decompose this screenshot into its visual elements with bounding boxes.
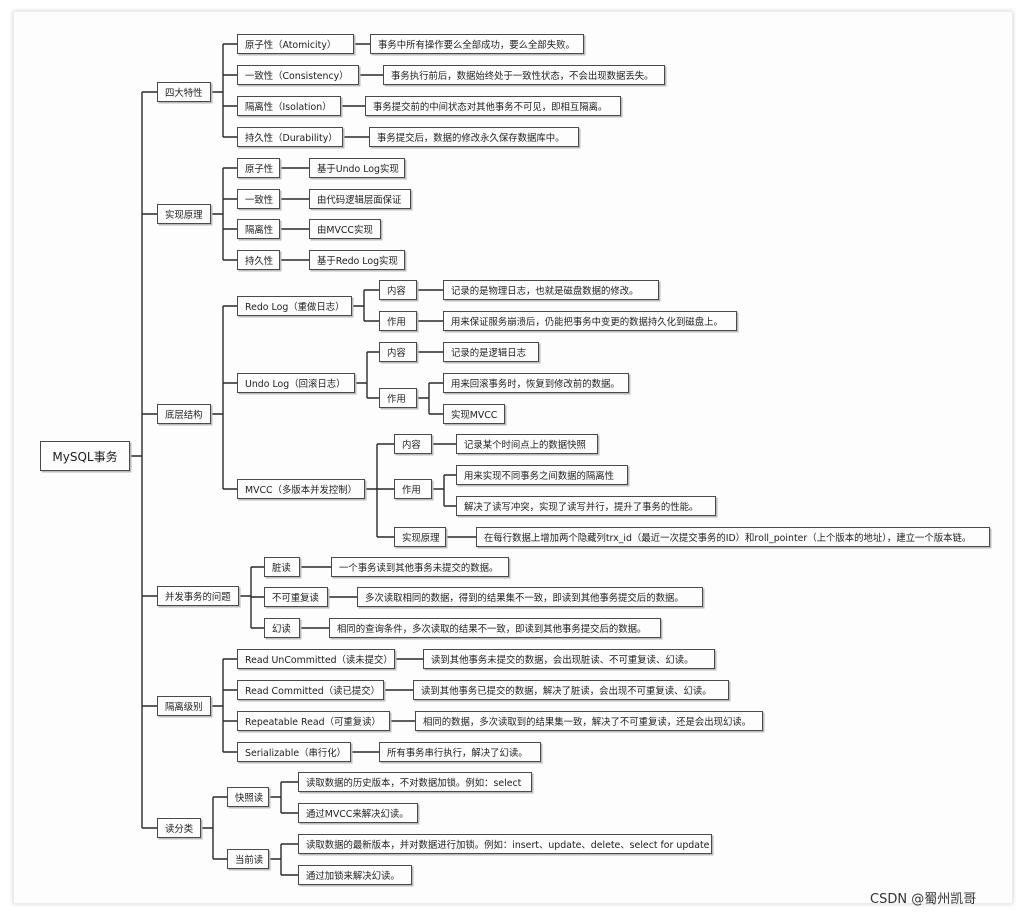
detail-node: 读到其他事务未提交的数据，会出现脏读、不可重复读、幻读。 (423, 649, 715, 669)
subtopic-node: 内容 (394, 434, 432, 454)
topic-node: Redo Log（重做日志） (237, 296, 352, 316)
detail-node: 基于Undo Log实现 (309, 158, 405, 178)
detail-node: 一个事务读到其他事务未提交的数据。 (331, 557, 509, 577)
connector-group-2-1-1 (417, 382, 443, 415)
topic-node: Read Committed（读已提交） (237, 680, 384, 700)
section-node: 底层结构 (157, 404, 211, 424)
topic-node: 脏读 (264, 557, 300, 577)
connector-root (130, 91, 157, 829)
detail-node: 事务提交前的中间状态对其他事务不可见，即相互隔离。 (365, 96, 621, 116)
detail-node: 基于Redo Log实现 (309, 250, 405, 270)
subtopic-node: 作用 (394, 479, 432, 499)
detail-node: 事务提交后，数据的修改永久保存数据库中。 (369, 127, 579, 147)
connector-topic-2-2 (365, 443, 394, 538)
detail-node: 多次读取相同的数据，得到的结果集不一致，即读到其他事务提交后的数据。 (357, 587, 703, 607)
detail-node: 由MVCC实现 (309, 219, 381, 239)
connector-section-0 (211, 43, 237, 138)
topic-node: 原子性（Atomicity） (237, 34, 354, 54)
subtopic-node: 作用 (379, 311, 417, 331)
detail-node: 通过MVCC来解决幻读。 (298, 803, 418, 823)
section-node: 隔离级别 (157, 696, 211, 716)
detail-node: 在每行数据上增加两个隐藏列trx_id（最近一次提交事务的ID）和roll_po… (476, 527, 990, 547)
detail-node: 所有事务串行执行，解决了幻读。 (379, 742, 541, 762)
detail-node: 相同的数据，多次读取到的结果集一致，解决了不可重复读，还是会出现幻读。 (415, 711, 763, 731)
topic-node: 隔离性（Isolation） (237, 96, 341, 116)
detail-node: 用来实现不同事务之间数据的隔离性 (456, 465, 628, 485)
detail-node: 由代码逻辑层面保证 (309, 189, 411, 209)
topic-node: 持久性 (237, 250, 280, 270)
connector-section-4 (211, 658, 237, 753)
connector-topic-2-0 (352, 289, 379, 322)
section-node: 四大特性 (157, 82, 211, 102)
subtopic-node: 内容 (379, 280, 417, 300)
topic-node: 隔离性 (237, 219, 280, 239)
connector-section-1 (211, 167, 237, 261)
topic-node: 当前读 (227, 849, 269, 869)
connector-section-3 (239, 566, 264, 629)
connector-section-2 (211, 305, 237, 490)
subtopic-node: 作用 (379, 388, 417, 408)
topic-node: 幻读 (264, 618, 300, 638)
topic-node: 一致性（Consistency） (237, 65, 359, 85)
topic-node: 一致性 (237, 189, 280, 209)
detail-node: 用来回滚事务时，恢复到修改前的数据。 (443, 373, 629, 393)
detail-node: 解决了读写冲突，实现了读写并行，提升了事务的性能。 (456, 496, 716, 516)
detail-node: 实现MVCC (443, 404, 505, 424)
section-node: 并发事务的问题 (157, 586, 239, 606)
topic-node: MVCC（多版本并发控制） (237, 479, 365, 499)
subtopic-node: 实现原理 (394, 527, 446, 547)
connector-section-5 (201, 796, 227, 860)
detail-node: 读取数据的历史版本，不对数据加锁。例如：select (298, 772, 532, 792)
connector-topic-5-1 (269, 843, 298, 876)
topic-node: Read UnCommitted（读未提交） (237, 649, 395, 669)
csdn-watermark: CSDN @蜀州凯哥 (870, 892, 977, 907)
detail-node: 用来保证服务崩溃后，仍能把事务中变更的数据持久化到磁盘上。 (443, 311, 737, 331)
section-node: 实现原理 (157, 204, 211, 224)
detail-node: 记录某个时间点上的数据快照 (456, 434, 598, 454)
detail-node: 记录的是逻辑日志 (443, 342, 539, 362)
connector-topic-2-1 (355, 351, 379, 399)
topic-node: Serializable（串行化） (237, 742, 351, 762)
topic-node: 原子性 (237, 158, 280, 178)
root-node: MySQL事务 (40, 441, 130, 471)
topic-node: Repeatable Read（可重复读） (237, 711, 390, 731)
detail-node: 读到其他事务已提交的数据，解决了脏读，会出现不可重复读、幻读。 (413, 680, 729, 700)
section-node: 读分类 (157, 818, 201, 838)
topic-node: 不可重复读 (264, 587, 328, 607)
connector-group-2-2-1 (432, 474, 456, 507)
detail-node: 相同的查询条件，多次读取的结果不一致，即读到其他事务提交后的数据。 (329, 618, 661, 638)
topic-node: 持久性（Durability） (237, 127, 343, 147)
detail-node: 记录的是物理日志，也就是磁盘数据的修改。 (443, 280, 659, 300)
topic-node: Undo Log（回滚日志） (237, 373, 355, 393)
topic-node: 快照读 (227, 787, 269, 807)
subtopic-node: 内容 (379, 342, 417, 362)
detail-node: 事务中所有操作要么全部成功，要么全部失败。 (370, 34, 584, 54)
connector-topic-5-0 (269, 781, 298, 814)
detail-node: 通过加锁来解决幻读。 (298, 865, 412, 885)
detail-node: 读取数据的最新版本，并对数据进行加锁。例如：insert、update、dele… (298, 834, 712, 854)
detail-node: 事务执行前后，数据始终处于一致性状态，不会出现数据丢失。 (383, 65, 665, 85)
